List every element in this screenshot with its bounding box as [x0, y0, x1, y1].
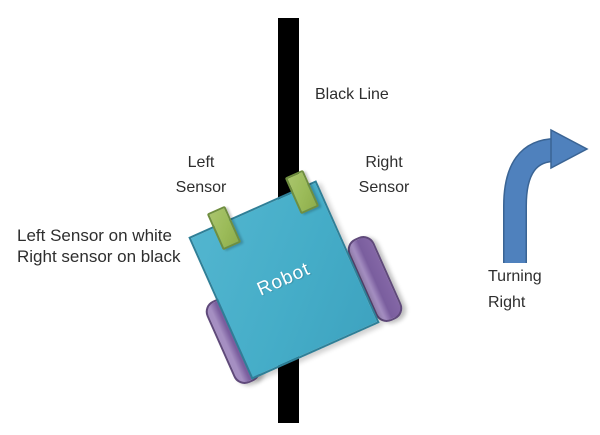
arrow-head-icon	[550, 128, 589, 170]
arrow-shaft	[504, 139, 557, 263]
condition-note-label: Left Sensor on white Right sensor on bla…	[17, 226, 181, 266]
black-line-label: Black Line	[315, 86, 389, 103]
turning-right-label: Turning Right	[488, 268, 542, 311]
left-sensor-label: Left Sensor	[175, 154, 227, 196]
right-sensor-label: Right Sensor	[358, 154, 410, 196]
